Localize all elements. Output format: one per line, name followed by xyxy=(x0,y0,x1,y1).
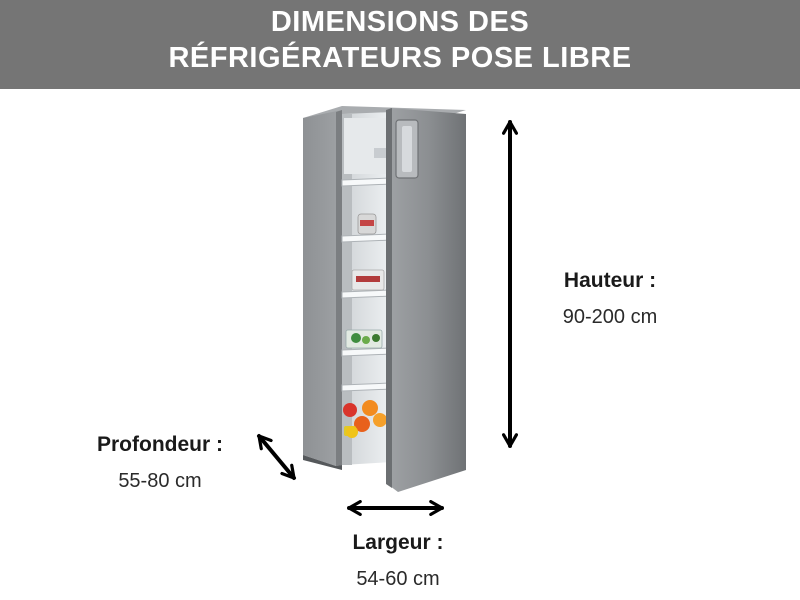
fridge-illustration xyxy=(303,106,466,492)
fridge-shelves xyxy=(341,177,393,392)
depth-dimension-label: Profondeur : 55-80 cm xyxy=(70,432,250,494)
page-header: DIMENSIONS DES RÉFRIGÉRATEURS POSE LIBRE xyxy=(0,0,800,89)
height-dimension-label: Hauteur : 90-200 cm xyxy=(520,268,700,330)
fridge-food-items xyxy=(343,213,387,438)
page-title-line-2: RÉFRIGÉRATEURS POSE LIBRE xyxy=(168,42,632,74)
height-label: Hauteur : xyxy=(563,269,657,292)
page-title-line-1: DIMENSIONS DES xyxy=(270,6,530,38)
depth-label: Profondeur : xyxy=(97,433,223,456)
width-label: Largeur : xyxy=(352,531,444,554)
width-dimension-label: Largeur : 54-60 cm xyxy=(308,530,488,592)
depth-value: 55-80 cm xyxy=(118,470,202,492)
width-value: 54-60 cm xyxy=(356,568,440,590)
height-value: 90-200 cm xyxy=(562,306,658,328)
double-arrow-diagonal-icon xyxy=(257,434,296,480)
